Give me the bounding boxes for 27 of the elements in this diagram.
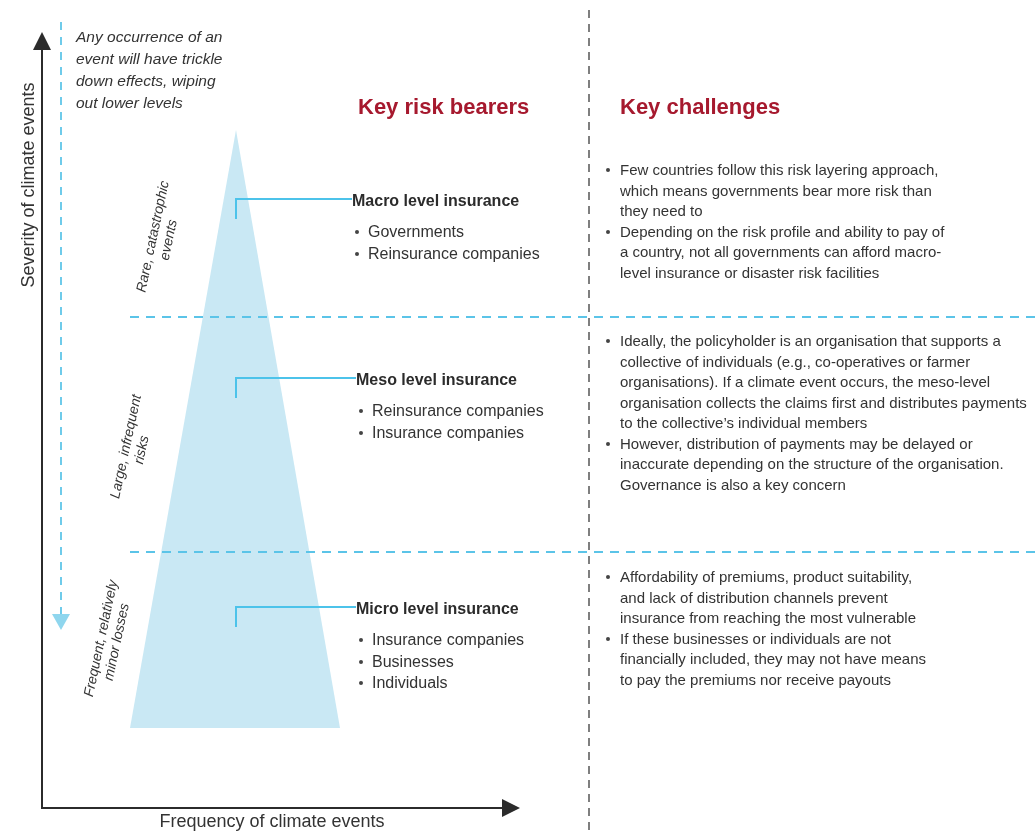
bearer-text: Insurance companies	[372, 422, 526, 443]
leader-line	[235, 198, 353, 220]
axis-title: Severity of climate events	[17, 82, 39, 288]
challenge-text: Few countries follow this risk layering approach, which means governments bear more risk than they need to	[620, 160, 940, 221]
leader-line	[235, 377, 357, 399]
bearer-text: Reinsurance companies	[368, 243, 541, 264]
bearer-text: Governments	[368, 222, 466, 242]
bearer-text: Insurance companies	[372, 630, 526, 650]
level-label: Large, infrequent risks	[105, 391, 153, 502]
challenge-text: However, distribution of payments may be delayed or inaccurate depending on the structure of the organisation. Governance is also a key concern	[620, 433, 1005, 495]
bearer-text: Businesses	[372, 651, 455, 672]
challenge-text: If these businesses or individuals are not financially included, they may not have means to pay the premiums nor receive payouts	[620, 628, 927, 690]
challenge-text: Affordability of premiums, product suitability, and lack of distribution channels prevent insurance from reaching the most vulnerable	[620, 567, 917, 628]
bearer-text: Reinsurance companies	[372, 401, 545, 421]
axis-title: Frequency of climate events	[159, 810, 385, 832]
challenge-text: Ideally, the policyholder is an organisation that supports a collective of individuals (e.g., co-operatives or farmer organisations). If a climate event occurs, the meso-level organisation collects the claims first and distributes payments to the collective’s individual members	[620, 331, 1028, 433]
level-label: Frequent, relatively minor losses	[78, 577, 133, 701]
challenge-text: Depending on the risk profile and ability to pay of a country, not all governments can afford macro-level insurance or disaster risk facilities	[620, 221, 946, 283]
note-text: Any occurrence of an event will have trickle down effects, wiping out lower levels	[76, 27, 224, 113]
level-heading: Micro level insurance	[356, 599, 520, 619]
level-heading: Macro level insurance	[352, 191, 521, 211]
column-heading: Key risk bearers	[358, 94, 530, 120]
column-heading: Key challenges	[620, 94, 781, 120]
bearer-text: Individuals	[372, 673, 449, 693]
level-heading: Meso level insurance	[356, 370, 518, 390]
leader-line	[235, 606, 357, 628]
level-label: Rare, catastrophic events	[131, 178, 181, 296]
